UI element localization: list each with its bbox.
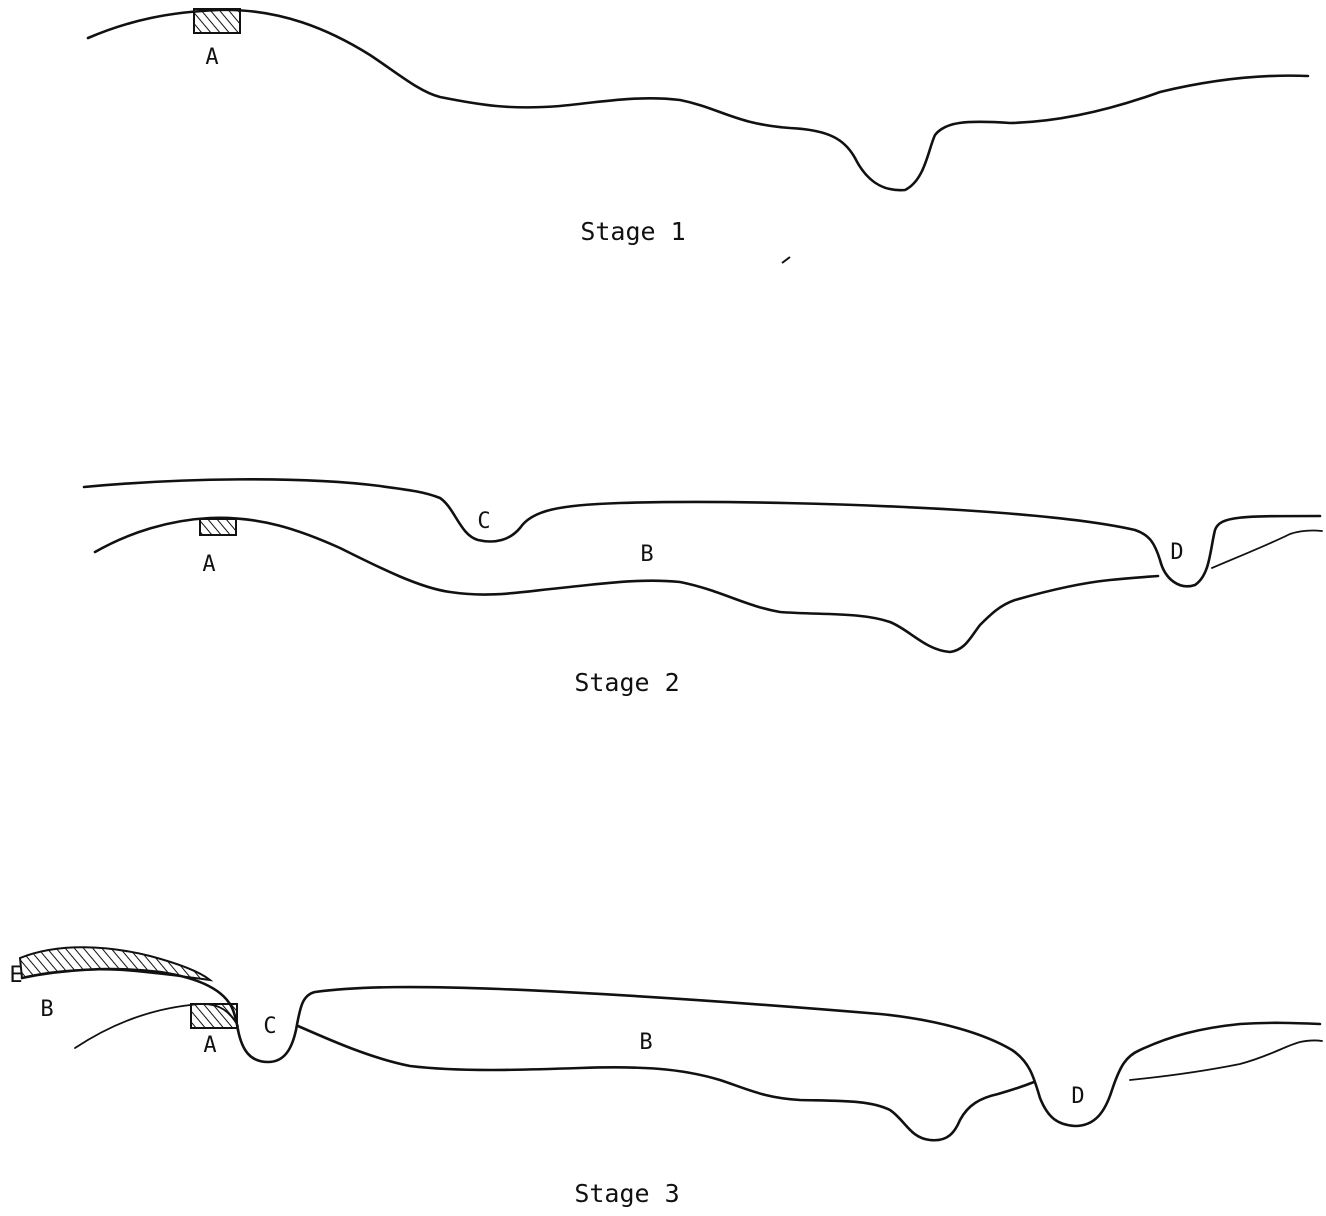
stage-2-lower-profile bbox=[95, 518, 1158, 652]
stage-3: E B A C B D Stage 3 bbox=[9, 947, 1322, 1208]
stage-2-label-c: C bbox=[477, 509, 490, 534]
stage-3-right-tail bbox=[1130, 1040, 1322, 1080]
stage-3-label-d: D bbox=[1071, 1084, 1084, 1109]
stage-3-lower-main-profile bbox=[298, 1026, 1034, 1140]
stage-3-block-a bbox=[191, 1004, 237, 1028]
stage-1-label-a: A bbox=[205, 45, 218, 70]
stage-3-label-b-upper: B bbox=[40, 997, 53, 1022]
stage-2-label-d: D bbox=[1170, 540, 1183, 565]
stage-3-label-b-lower: B bbox=[639, 1030, 652, 1055]
stage-2-right-tail bbox=[1212, 530, 1322, 568]
stage-2-label-b: B bbox=[640, 542, 653, 567]
stage-1-caption: Stage 1 bbox=[580, 217, 685, 246]
stage-2-label-a: A bbox=[202, 552, 215, 577]
stage-2-upper-profile bbox=[84, 479, 1320, 586]
stage-3-caption: Stage 3 bbox=[574, 1179, 679, 1208]
stage-1-block-a bbox=[194, 9, 240, 33]
stage-3-upper-profile bbox=[238, 987, 1320, 1126]
stage-3-label-a: A bbox=[203, 1033, 216, 1058]
stage-2-caption: Stage 2 bbox=[574, 668, 679, 697]
stage-3-label-e: E bbox=[9, 963, 22, 988]
stage-2: A B C D Stage 2 bbox=[84, 479, 1322, 697]
stage-1-surface-profile bbox=[88, 10, 1308, 190]
stage-1: A Stage 1 bbox=[88, 9, 1308, 246]
stage-2-block-a bbox=[200, 519, 236, 535]
stage-3-label-c: C bbox=[263, 1014, 276, 1039]
stray-mark bbox=[782, 257, 790, 263]
